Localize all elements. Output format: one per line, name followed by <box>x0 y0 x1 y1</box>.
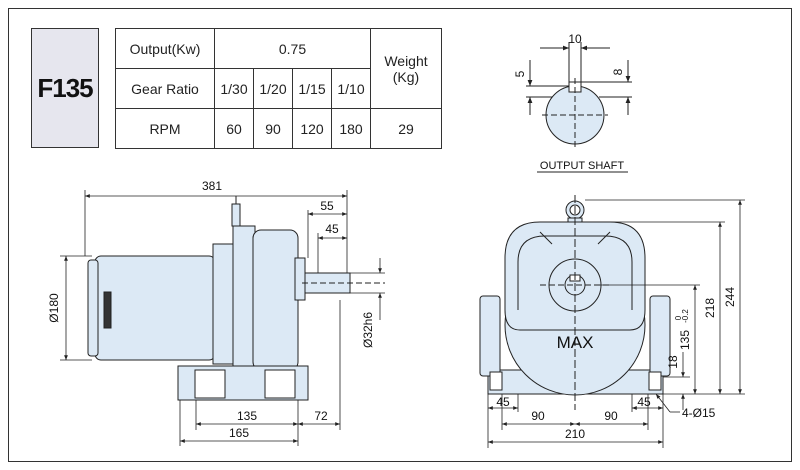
shaft-collar <box>294 257 306 301</box>
table-row: RPM 60 90 120 180 29 <box>115 108 442 149</box>
housing-rib <box>597 231 611 245</box>
dim-label-135-front: 135 <box>678 330 692 350</box>
dim-label-45-left: 45 <box>496 395 510 409</box>
dim-label-dia-180: Ø180 <box>47 293 61 323</box>
rpm-2: 90 <box>253 108 293 149</box>
output-value: 0.75 <box>214 28 371 69</box>
model-label-box: F135 <box>31 28 99 148</box>
ratio-4: 1/10 <box>331 68 371 109</box>
spec-table: Output(Kw) 0.75 Weight (Kg) Gear Ratio 1… <box>115 28 442 149</box>
side-view <box>87 196 385 401</box>
rpm-label: RPM <box>115 108 215 149</box>
output-shaft-view <box>526 42 632 173</box>
dim-label-165: 165 <box>229 426 249 440</box>
hole-leader <box>655 393 671 413</box>
output-label: Output(Kw) <box>115 28 215 69</box>
base-slot <box>264 369 296 399</box>
base-slot <box>194 369 226 399</box>
dim-label-holes: 4-Ø15 <box>682 406 716 420</box>
table-row: Gear Ratio 1/30 1/20 1/15 1/10 <box>115 68 442 109</box>
mounting-hole <box>648 371 662 391</box>
dim-label-218: 218 <box>703 298 717 318</box>
dim-label-72: 72 <box>314 409 328 423</box>
shaft-dim-left: 5 <box>513 70 527 77</box>
dim-label-135: 135 <box>237 409 257 423</box>
dim-label-381: 381 <box>202 179 222 193</box>
dim-label-45-right: 45 <box>637 395 651 409</box>
dim-label-45: 45 <box>325 222 339 236</box>
model-label: F135 <box>37 72 93 103</box>
gear-housing <box>252 229 299 371</box>
dim-label-210: 210 <box>565 427 585 441</box>
front-view-dimensions <box>487 199 745 448</box>
shaft-dim-width: 10 <box>568 32 582 46</box>
dim-label-90-left: 90 <box>531 409 545 423</box>
weight-label-2: (Kg) <box>392 68 420 85</box>
front-view <box>479 195 671 410</box>
breather-plug <box>231 203 241 227</box>
left-foot-bracket <box>479 295 501 377</box>
housing-rib <box>539 231 553 245</box>
table-row: Output(Kw) 0.75 Weight (Kg) <box>115 28 442 109</box>
dim-label-55: 55 <box>320 199 334 213</box>
dim-label-shaft-dia: Ø32h6 <box>361 312 375 348</box>
motor-end-cap <box>87 259 99 357</box>
shaft-dim-right: 8 <box>611 68 625 75</box>
weight-label-cell: Weight (Kg) <box>370 28 442 109</box>
dim-tol-upper: 0 <box>674 315 683 320</box>
dim-label-244: 244 <box>723 287 737 307</box>
weight-label-1: Weight <box>384 52 428 69</box>
dim-label-90-right: 90 <box>604 409 618 423</box>
drawing-frame <box>8 8 792 462</box>
mounting-hole <box>489 371 503 391</box>
dim-tol-lower: -0.2 <box>681 309 690 323</box>
output-shaft-caption: OUTPUT SHAFT <box>540 160 624 172</box>
gear-housing-front <box>232 225 256 377</box>
dim-label-18: 18 <box>666 355 680 369</box>
max-label: MAX <box>557 333 594 352</box>
rpm-4: 180 <box>331 108 371 149</box>
side-view-dimensions <box>60 190 385 446</box>
ratio-1: 1/30 <box>214 68 254 109</box>
motor-body <box>94 255 216 361</box>
weight-value: 29 <box>370 108 442 149</box>
nameplate <box>103 291 112 329</box>
